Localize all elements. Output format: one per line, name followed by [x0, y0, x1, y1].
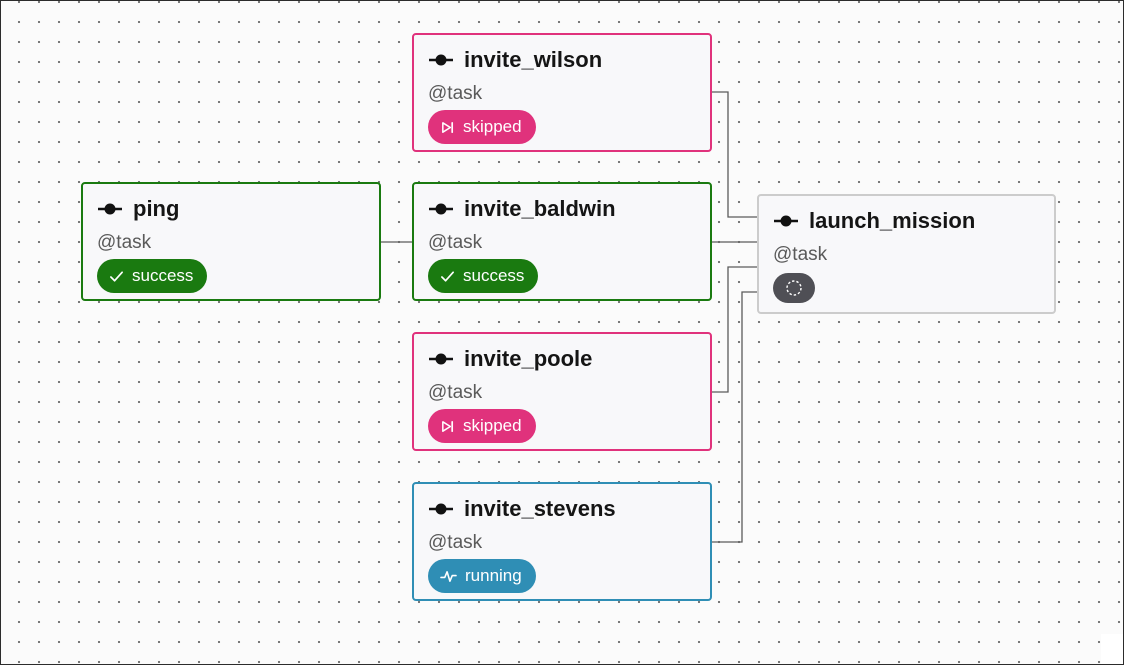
task-decorator: @task [428, 382, 483, 403]
state-badge-success: success [97, 259, 208, 293]
task-icon [429, 503, 453, 515]
state-label: skipped [463, 416, 522, 435]
canvas-corner [1101, 634, 1123, 664]
skip-icon [442, 420, 454, 432]
state-badge-none [773, 273, 815, 303]
task-node-launch-mission[interactable]: launch_mission @task [757, 194, 1056, 314]
task-decorator: @task [428, 83, 483, 104]
task-name: invite_poole [464, 346, 593, 371]
check-icon [441, 270, 454, 282]
state-badge-running: running [428, 559, 536, 593]
task-decorator: @task [428, 532, 483, 553]
task-name: invite_baldwin [464, 196, 616, 221]
edge-invite-stevens-launch-mission [711, 291, 759, 543]
task-node-invite-poole[interactable]: invite_poole @task skipped [412, 332, 712, 451]
task-name: launch_mission [809, 208, 976, 233]
state-badge-success: success [428, 259, 539, 293]
task-node-ping[interactable]: ping @task success [81, 182, 381, 301]
skip-icon [442, 121, 454, 133]
task-icon [429, 54, 453, 66]
edge-invite-poole-launch-mission [711, 266, 759, 393]
task-name: invite_stevens [464, 496, 616, 521]
task-icon [774, 215, 798, 227]
edge-invite-wilson-launch-mission [711, 91, 759, 218]
task-name: invite_wilson [464, 47, 603, 72]
task-name: ping [133, 196, 180, 221]
task-icon [429, 353, 453, 365]
dashed-circle-icon [786, 280, 802, 296]
activity-icon [440, 570, 457, 582]
state-label: success [463, 266, 525, 285]
task-icon [429, 203, 453, 215]
task-node-invite-baldwin[interactable]: invite_baldwin @task success [412, 182, 712, 301]
state-label: running [465, 566, 522, 585]
task-decorator: @task [773, 244, 828, 265]
state-badge-skipped: skipped [428, 110, 536, 144]
state-label: skipped [463, 117, 522, 136]
check-icon [110, 270, 123, 282]
task-decorator: @task [428, 232, 483, 253]
state-badge-skipped: skipped [428, 409, 536, 443]
task-decorator: @task [97, 232, 152, 253]
state-label: success [132, 266, 194, 285]
task-icon [98, 203, 122, 215]
task-node-invite-wilson[interactable]: invite_wilson @task skipped [412, 33, 712, 152]
task-node-invite-stevens[interactable]: invite_stevens @task running [412, 482, 712, 601]
